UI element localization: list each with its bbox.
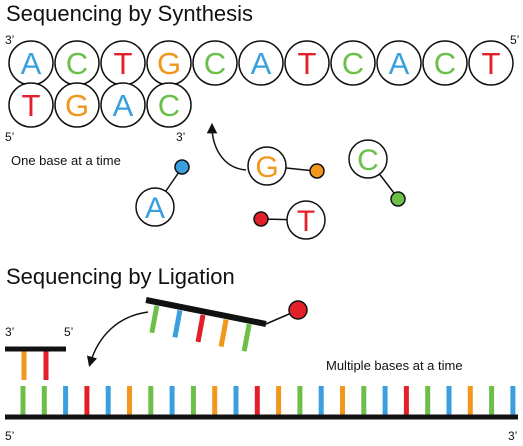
ligation-probe-bases	[149, 305, 252, 352]
top-strand-base-circle	[376, 40, 422, 86]
synthesis-3prime-growth-label: 3’	[176, 130, 185, 144]
top-strand-base-letter: A	[21, 46, 42, 81]
nucleotide-a-circle	[135, 187, 175, 227]
bottom-strand-base-1: T	[8, 82, 54, 128]
nucleotide-g-letter: G	[255, 151, 278, 184]
bottom-strand-base-letter: A	[113, 88, 134, 123]
top-strand-base-letter: C	[204, 46, 226, 81]
incoming-nucleotide-arrow	[206, 122, 247, 171]
ligation-arrow	[86, 311, 149, 368]
top-strand-base-circle	[468, 40, 514, 86]
bottom-strand-base-3: A	[100, 82, 146, 128]
template-5prime-label: 5’	[5, 429, 14, 443]
top-strand-base-3: T	[100, 40, 146, 86]
nucleotide-a-letter: A	[145, 192, 165, 225]
ligation-title: Sequencing by Ligation	[6, 264, 235, 289]
top-strand-base-9: A	[376, 40, 422, 86]
nucleotide-c-letter: C	[357, 144, 379, 177]
ligation-caption: Multiple bases at a time	[326, 358, 463, 373]
top-strand-base-10: C	[422, 40, 468, 86]
top-strand-base-letter: T	[482, 46, 501, 81]
bottom-strand-base-circle	[100, 82, 146, 128]
probe-base-bar-4	[218, 319, 229, 348]
top-strand-base-letter: A	[251, 46, 272, 81]
ligation-probe-backbone	[145, 297, 267, 327]
probe-base-bar-2	[172, 309, 183, 338]
ligated-fragment-bases	[21, 351, 49, 380]
nucleotide-c-circle	[348, 139, 388, 179]
top-strand-base-letter: T	[298, 46, 317, 81]
probe-3prime-label: 3’	[5, 325, 14, 339]
top-strand-base-2: C	[54, 40, 100, 86]
top-strand-base-7: T	[284, 40, 330, 86]
free-nucleotide-c: C	[348, 139, 406, 207]
probe-fluorescent-label	[288, 300, 308, 320]
top-strand-base-6: A	[238, 40, 284, 86]
phosphate-dot-red	[253, 211, 269, 227]
probe-5prime-label: 5’	[64, 325, 73, 339]
free-nucleotide-a: A	[135, 159, 190, 227]
probe-base-bar-1	[149, 305, 160, 334]
nucleotide-g-circle	[247, 146, 287, 186]
top-strand-base-letter: C	[342, 46, 364, 81]
synthesis-5prime-right-label: 5’	[510, 33, 519, 47]
bottom-strand-base-circle	[8, 82, 54, 128]
probe-base-bar-3	[195, 314, 206, 343]
top-strand-base-circle	[238, 40, 284, 86]
bottom-strand-base-letter: T	[22, 88, 41, 123]
synthesis-title: Sequencing by Synthesis	[6, 1, 253, 26]
free-nucleotide-t: T	[253, 200, 326, 240]
template-3prime-label: 3’	[508, 429, 517, 443]
free-nucleotide-g: G	[247, 146, 325, 186]
top-strand-base-letter: C	[66, 46, 88, 81]
top-strand-base-5: C	[192, 40, 238, 86]
top-strand-base-letter: T	[114, 46, 133, 81]
top-strand-base-letter: C	[434, 46, 456, 81]
probe-base-bar-5	[241, 323, 252, 352]
bottom-strand-base-circle	[54, 82, 100, 128]
synthesis-5prime-left-label: 5’	[5, 130, 14, 144]
template-strand-bases	[20, 386, 516, 415]
bottom-strand-base-4: C	[146, 82, 192, 128]
nucleotide-t-circle	[286, 200, 326, 240]
top-strand-base-11: T	[468, 40, 514, 86]
top-strand-base-letter: A	[389, 46, 410, 81]
top-strand-base-circle	[422, 40, 468, 86]
top-strand-base-circle	[330, 40, 376, 86]
phosphate-dot-blue	[174, 159, 190, 175]
phosphate-dot-orange	[309, 163, 325, 179]
top-strand-base-8: C	[330, 40, 376, 86]
top-strand-base-circle	[192, 40, 238, 86]
top-strand-base-1: A	[8, 40, 54, 86]
bottom-strand-base-letter: G	[65, 88, 89, 123]
top-strand-base-letter: G	[157, 46, 181, 81]
bottom-strand-base-circle	[146, 82, 192, 128]
phosphate-dot-green	[390, 191, 406, 207]
bottom-strand-base-2: G	[54, 82, 100, 128]
bottom-strand-base-letter: C	[158, 88, 180, 123]
top-strand-base-4: G	[146, 40, 192, 86]
synthesis-3prime-left-label: 3’	[5, 33, 14, 47]
synthesis-caption: One base at a time	[11, 153, 121, 168]
nucleotide-t-letter: T	[297, 205, 315, 238]
top-strand-base-circle	[284, 40, 330, 86]
